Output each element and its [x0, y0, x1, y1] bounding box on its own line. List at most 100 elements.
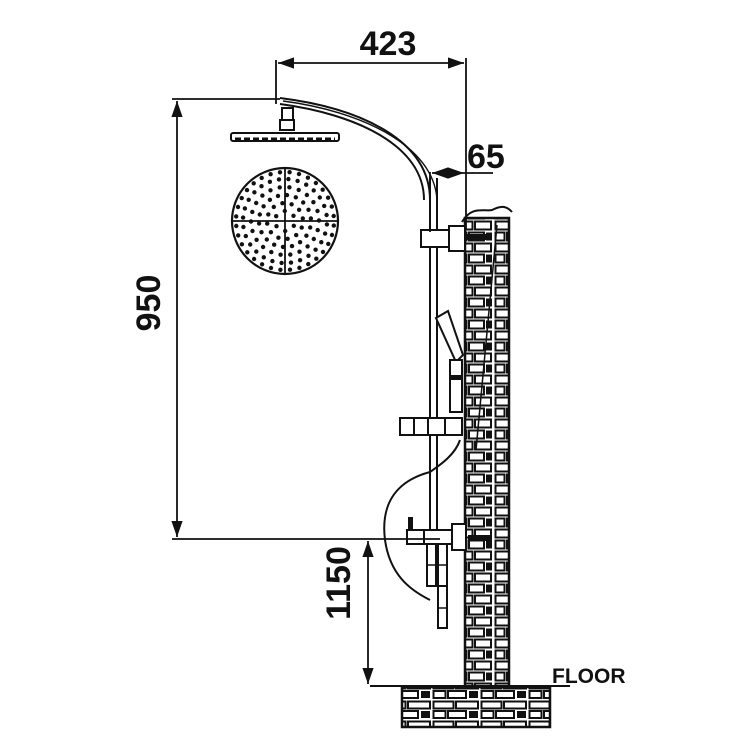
nozzle-dot: [324, 222, 330, 227]
nozzle-dot: [241, 224, 246, 230]
nozzle-dot: [254, 249, 259, 254]
nozzle-dot: [301, 200, 306, 205]
top-wall-bracket: [420, 225, 492, 252]
nozzle-dot: [287, 170, 292, 175]
nozzle-dot: [311, 236, 316, 242]
nozzle-dot: [293, 195, 298, 200]
nozzle-dot: [259, 184, 264, 189]
nozzle-dot: [257, 212, 262, 217]
hose-behind-wall: [475, 224, 498, 451]
nozzle-dot: [248, 242, 253, 247]
nozzle-dot: [311, 188, 316, 193]
nozzle-dot: [239, 242, 245, 247]
dimension-423: 423: [275, 25, 467, 230]
nozzle-dot: [239, 195, 244, 201]
nozzle-dot: [269, 249, 274, 255]
nozzle-dot: [268, 188, 273, 193]
nozzle-dot: [256, 221, 262, 226]
nozzle-dot: [331, 213, 336, 219]
nozzle-dot: [313, 180, 319, 186]
nozzle-dot: [261, 255, 266, 260]
nozzle-dot: [264, 237, 269, 242]
nozzle-dot: [289, 243, 295, 249]
nozzle-dot: [236, 233, 241, 238]
wall: [461, 205, 513, 690]
nozzle-dot: [276, 177, 282, 182]
nozzle-dot: [267, 197, 273, 202]
nozzle-dot: [294, 232, 299, 238]
nozzle-dot: [320, 249, 326, 255]
nozzle-dot: [282, 208, 287, 214]
dimension-423-label: 423: [360, 25, 417, 63]
dimension-950-label: 950: [130, 275, 168, 332]
floor-label: FLOOR: [552, 665, 626, 688]
nozzle-dot: [260, 244, 266, 250]
nozzle-dot: [279, 260, 284, 266]
nozzle-dot: [299, 225, 304, 230]
nozzle-dot: [280, 244, 286, 250]
nozzle-dot: [305, 244, 310, 249]
nozzle-dot: [268, 265, 274, 271]
dimension-1150-label: 1150: [320, 546, 358, 620]
nozzle-dot: [244, 187, 250, 193]
nozzle-dot: [316, 218, 322, 223]
nozzle-dot: [308, 216, 314, 221]
nozzle-dot: [272, 242, 277, 247]
nozzle-dot: [306, 261, 311, 267]
nozzle-dot: [295, 178, 300, 184]
nozzle-dot: [288, 252, 293, 257]
nozzle-dot: [305, 175, 311, 180]
nozzle-dot: [268, 172, 273, 177]
nozzle-dot: [251, 256, 257, 262]
nozzle-dot: [250, 209, 255, 215]
nozzle-dot: [280, 201, 285, 206]
dimension-65: 65: [429, 138, 505, 232]
nozzle-dot: [287, 185, 292, 190]
nozzle-dot: [254, 200, 259, 206]
nozzle-dot: [320, 187, 325, 192]
nozzle-dot: [287, 267, 293, 272]
nozzle-dot: [288, 260, 294, 265]
nozzle-dot: [254, 237, 259, 242]
nozzle-dot: [261, 204, 266, 209]
nozzle-dot: [252, 190, 257, 195]
nozzle-dot: [319, 240, 324, 245]
nozzle-dot: [234, 214, 239, 219]
nozzle-dot: [306, 253, 311, 258]
nozzle-dot: [324, 212, 329, 218]
nozzle-dot: [326, 241, 331, 247]
nozzle-dot: [234, 223, 239, 229]
nozzle-dot: [331, 223, 336, 228]
hose: [383, 439, 461, 601]
nozzle-dot: [242, 206, 248, 211]
nozzle-dot: [283, 228, 288, 234]
nozzle-dot: [275, 193, 281, 199]
nozzle-dot: [246, 197, 251, 202]
nozzle-dot: [325, 195, 331, 200]
nozzle-dot: [267, 179, 273, 184]
nozzle-dot: [329, 232, 335, 238]
nozzle-dot: [274, 224, 279, 229]
nozzle-dot: [329, 204, 334, 209]
nozzle-dot: [266, 212, 271, 217]
nozzle-dot: [306, 207, 311, 212]
rain-shower-head-top: [230, 166, 340, 276]
nozzle-dot: [315, 227, 320, 233]
dimension-1150: 1150: [320, 541, 374, 684]
nozzle-dot: [251, 181, 256, 186]
nozzle-dot: [297, 258, 303, 263]
nozzle-dot: [297, 240, 303, 245]
nozzle-dot: [289, 202, 294, 207]
nozzle-dot: [291, 223, 296, 228]
nozzle-dot: [276, 235, 281, 240]
dimension-65-label: 65: [467, 138, 505, 176]
nozzle-dot: [304, 192, 310, 198]
nozzle-dot: [286, 176, 291, 182]
floor: FLOOR: [370, 665, 626, 729]
nozzle-dot: [285, 236, 290, 241]
nozzle-dot: [314, 256, 319, 261]
nozzle-dot: [300, 216, 305, 221]
mixer-valve: [406, 517, 492, 629]
nozzle-dot: [265, 221, 270, 226]
